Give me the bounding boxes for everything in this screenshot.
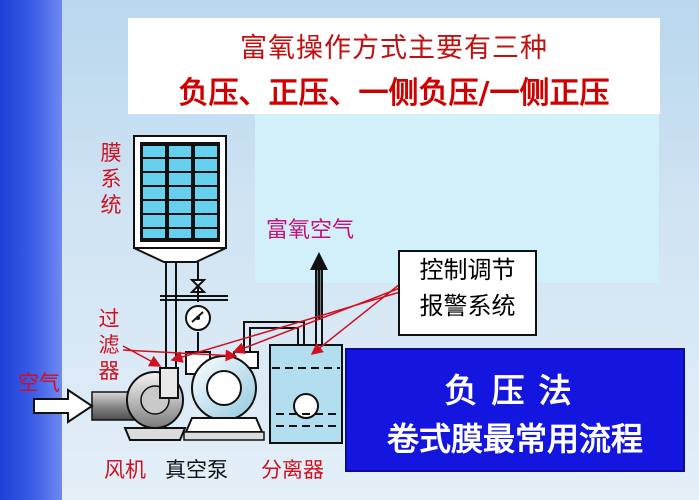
air-inlet-arrow xyxy=(33,388,94,424)
title-box: 富氧操作方式主要有三种 负压、正压、一侧负压/一侧正压 xyxy=(128,18,660,114)
method-title: 负压法 xyxy=(444,371,586,410)
valve xyxy=(189,279,207,302)
label-vacuum-pump: 真空泵 xyxy=(165,458,228,482)
control-line-2: 报警系统 xyxy=(419,292,516,320)
vacuum-pump xyxy=(183,351,265,441)
label-separator: 分离器 xyxy=(261,458,324,482)
method-box: 负压法 卷式膜最常用流程 xyxy=(345,348,685,472)
label-membrane-system: 膜系统 xyxy=(100,141,122,217)
left-accent-bar xyxy=(0,0,62,500)
control-line-1: 控制调节 xyxy=(419,256,516,284)
control-alarm-box: 控制调节 报警系统 xyxy=(398,250,537,336)
label-air: 空气 xyxy=(18,371,60,395)
pressure-gauge xyxy=(185,305,211,331)
membrane-module xyxy=(133,135,227,263)
enriched-air-arrow xyxy=(310,252,328,320)
method-subtitle: 卷式膜最常用流程 xyxy=(386,420,643,458)
separator-tank xyxy=(269,344,343,444)
fan-unit xyxy=(91,367,187,441)
label-fan: 风机 xyxy=(104,458,146,482)
title-line-2: 负压、正压、一侧负压/一侧正压 xyxy=(178,76,610,111)
label-filter: 过滤器 xyxy=(98,307,120,383)
label-enriched-air: 富氧空气 xyxy=(266,218,355,243)
title-line-1: 富氧操作方式主要有三种 xyxy=(240,33,548,64)
control-pointer-lines xyxy=(122,283,401,367)
